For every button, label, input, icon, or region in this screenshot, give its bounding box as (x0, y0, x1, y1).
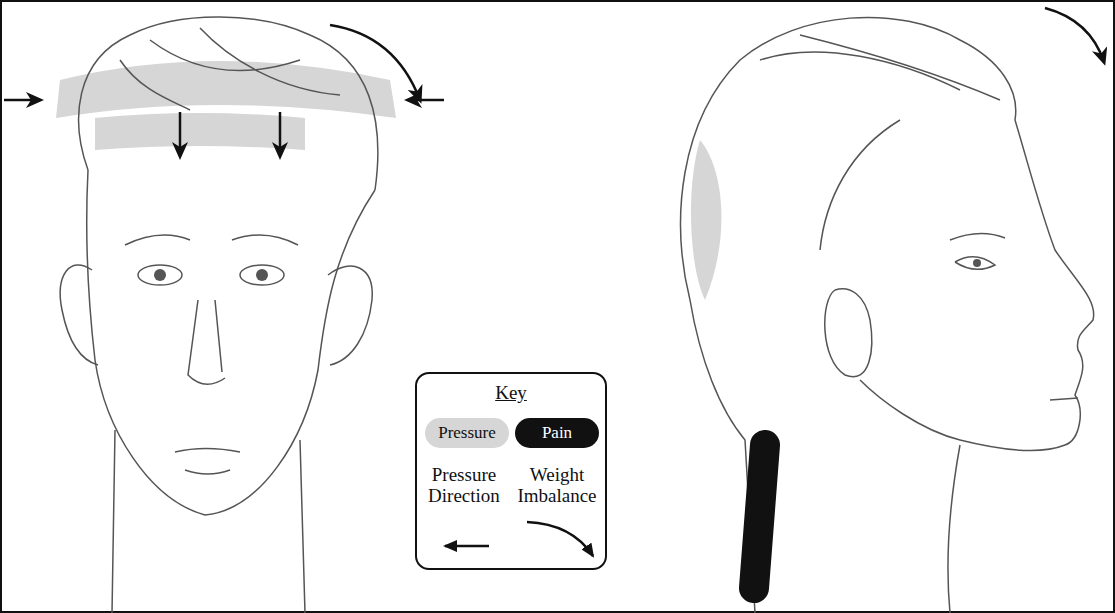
legend-heading: Key (417, 382, 605, 403)
legend-box: KeyPressure PainPressure DirectionWeight … (415, 372, 607, 570)
legend-text: Weight Imbalance (511, 464, 603, 506)
legend-text: Pressure Direction (419, 464, 509, 506)
legend-text: Pain (515, 422, 599, 443)
legend-text: Pressure (425, 422, 509, 443)
